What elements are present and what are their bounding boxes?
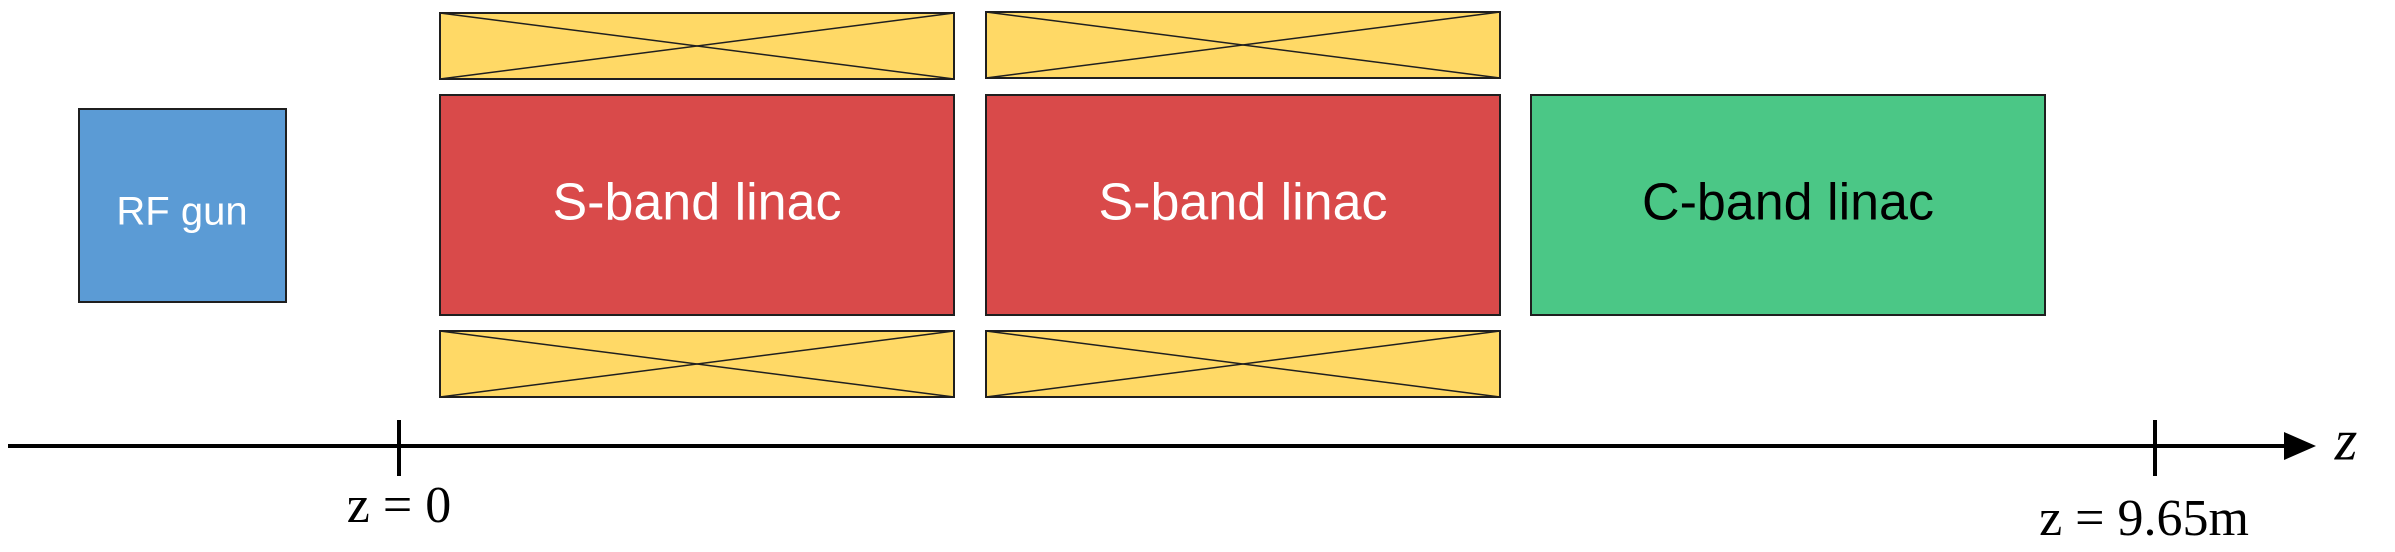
c-band-linac-block bbox=[1530, 94, 2046, 316]
solenoid-bottom-2 bbox=[985, 330, 1501, 398]
z-axis-label: z bbox=[2334, 407, 2358, 472]
s-band-linac-1-label: S-band linac bbox=[552, 174, 841, 232]
rf-gun-label: RF gun bbox=[116, 190, 247, 234]
solenoid-bottom-1 bbox=[439, 330, 955, 398]
solenoid-top-2 bbox=[985, 11, 1501, 79]
rf-gun-block bbox=[78, 108, 287, 303]
s-band-linac-2-block bbox=[985, 94, 1501, 316]
tick-start-label: z = 0 bbox=[347, 477, 451, 534]
tick-end-label: z = 9.65m bbox=[2039, 490, 2249, 547]
z-axis-arrowhead bbox=[2284, 432, 2316, 460]
s-band-linac-2-label: S-band linac bbox=[1098, 174, 1387, 232]
solenoid-top-1 bbox=[439, 12, 955, 80]
c-band-linac-label: C-band linac bbox=[1642, 174, 1934, 232]
s-band-linac-1-block bbox=[439, 94, 955, 316]
